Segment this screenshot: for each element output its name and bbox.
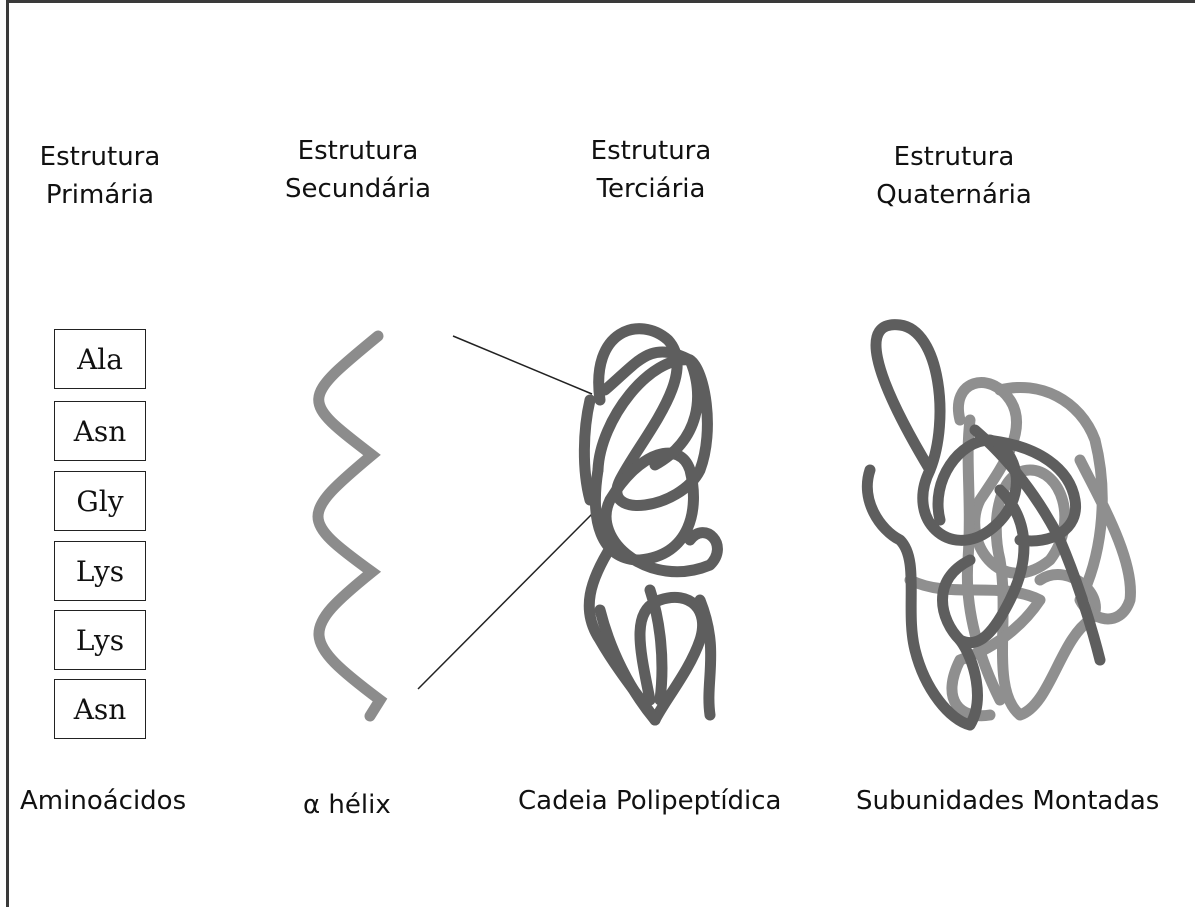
amino-acid-box: Gly [54,471,146,531]
caption-primary: Aminoácidos [20,786,187,816]
heading-quaternary-line1: Estrutura [893,142,1015,172]
zoom-line-top [452,335,593,395]
heading-primary: Estrutura Primária [0,138,220,214]
heading-quaternary: Estrutura Quaternária [834,138,1074,214]
amino-acid-box: Lys [54,610,146,670]
alpha-helix [312,330,388,722]
amino-acid-box: Asn [54,401,146,461]
tertiary-chain [578,323,723,726]
figure-frame [6,0,1195,907]
heading-quaternary-line2: Quaternária [876,180,1032,210]
zoom-line-bottom [417,512,594,690]
heading-primary-line1: Estrutura [39,142,161,172]
heading-primary-line2: Primária [45,180,155,210]
amino-acid-box: Asn [54,679,146,739]
caption-secondary: α hélix [303,790,391,820]
caption-quaternary: Subunidades Montadas [856,786,1160,816]
heading-tertiary: Estrutura Terciária [531,132,771,208]
heading-secondary: Estrutura Secundária [238,132,478,208]
amino-acid-box: Ala [54,329,146,389]
heading-tertiary-line2: Terciária [596,174,706,204]
amino-acid-box: Lys [54,541,146,601]
heading-secondary-line2: Secundária [284,174,432,204]
heading-secondary-line1: Estrutura [297,136,419,166]
caption-tertiary: Cadeia Polipeptídica [518,786,782,816]
heading-tertiary-line1: Estrutura [590,136,712,166]
quaternary-subunits [861,319,1136,731]
